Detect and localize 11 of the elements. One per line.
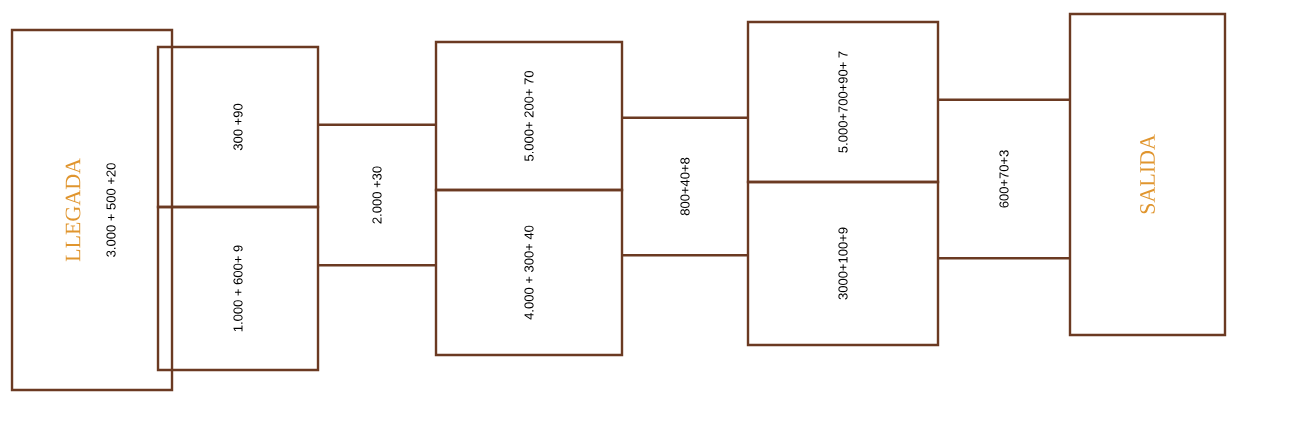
start-box: LLEGADA 3.000 + 500 +20 <box>10 28 174 392</box>
stone-box: 3000+100+9 <box>746 180 940 347</box>
path-segment: 800+40+8 <box>621 116 749 257</box>
stone-box: 1.000 + 600+ 9 <box>156 205 320 372</box>
path-segment: 2.000 +30 <box>317 123 437 267</box>
stone-box: 300 +90 <box>156 45 320 209</box>
finish-box: SALIDA <box>1068 12 1227 337</box>
path-segment: 600+70+3 <box>937 98 1071 260</box>
stone-box: 4.000 + 300+ 40 <box>434 188 624 357</box>
stone-box: 5.000+700+90+ 7 <box>746 20 940 184</box>
stone-box: 5.000+ 200+ 70 <box>434 40 624 192</box>
